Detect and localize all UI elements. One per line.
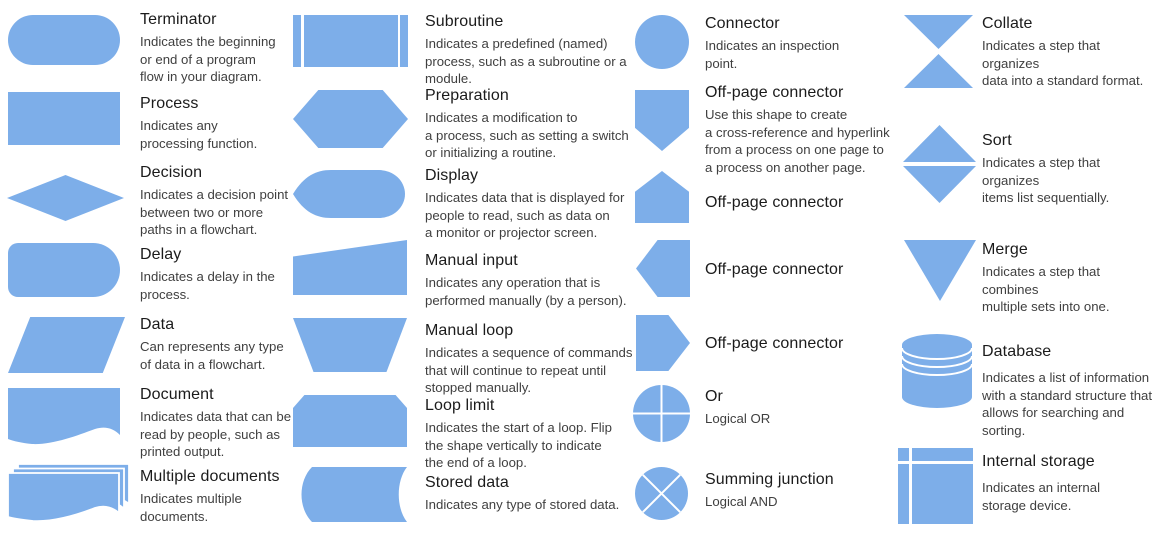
item-title: Document [140,386,214,403]
legend-entry-terminator: Terminator Indicates the beginning or en… [140,10,292,86]
multiple-documents-shape [8,464,129,522]
legend-entry-loop-limit: Loop limit Indicates the start of a loop… [425,396,665,472]
document-shape [8,388,120,445]
item-title: Manual input [425,252,518,269]
legend-entry-off-page-connector-right: Off-page connector [705,334,950,357]
internal-storage-shape [898,448,973,524]
legend-entry-off-page-connector-up: Off-page connector [705,193,950,216]
or-shape [633,385,690,442]
legend-entry-internal-storage: Internal storage Indicates an internal s… [982,452,1160,514]
item-title: Off-page connector [705,194,844,211]
item-desc: Indicates any processing function. [140,118,258,151]
legend-entry-display: Display Indicates data that is displayed… [425,166,665,242]
item-desc: Indicates a modification to a process, s… [425,110,629,160]
legend-entry-delay: Delay Indicates a delay in the process. [140,245,292,303]
item-desc: Indicates any type of stored data. [425,497,620,512]
item-desc: Indicates data that is displayed for peo… [425,190,625,240]
item-title: Loop limit [425,397,495,414]
item-title: Merge [982,241,1028,258]
item-title: Terminator [140,11,217,28]
item-desc: Indicates a step that organizes data int… [982,38,1144,88]
item-title: Preparation [425,87,509,104]
item-title: Delay [140,246,182,263]
item-desc: Indicates any operation that is performe… [425,275,627,308]
item-desc: Indicates data that can be read by peopl… [140,409,292,459]
connector-shape [635,15,689,69]
summing-junction-shape [635,467,688,520]
legend-entry-off-page-connector-down: Off-page connector Use this shape to cre… [705,83,950,176]
sort-shape [903,125,976,203]
delay-shape [8,243,120,297]
item-title: Process [140,95,199,112]
item-desc: Use this shape to create a cross-referen… [705,107,890,175]
item-title: Display [425,167,479,184]
legend-entry-stored-data: Stored data Indicates any type of stored… [425,473,665,514]
data-shape [8,317,125,373]
item-desc: Logical OR [705,411,771,426]
legend-entry-subroutine: Subroutine Indicates a predefined (named… [425,12,665,88]
item-title: Internal storage [982,453,1095,470]
stored-data-shape [301,467,407,522]
terminator-shape [8,15,120,65]
subroutine-shape [293,15,408,67]
item-title: Database [982,343,1052,360]
legend-entry-manual-loop: Manual loop Indicates a sequence of comm… [425,321,665,397]
item-desc: Logical AND [705,494,778,509]
item-title: Off-page connector [705,84,844,101]
item-title: Data [140,316,175,333]
item-title: Manual loop [425,322,514,339]
legend-entry-summing-junction: Summing junction Logical AND [705,470,950,511]
item-title: Off-page connector [705,335,844,352]
item-title: Sort [982,132,1012,149]
item-desc: Indicates a sequence of commands that wi… [425,345,633,395]
item-desc: Indicates an inspection point. [705,38,840,71]
item-desc: Indicates a step that combines multiple … [982,264,1110,314]
item-desc: Indicates a predefined (named) process, … [425,36,627,86]
preparation-shape [293,90,408,148]
item-desc: Indicates an internal storage device. [982,480,1101,513]
legend-entry-decision: Decision Indicates a decision point betw… [140,163,292,239]
item-title: Multiple documents [140,468,280,485]
manual-loop-shape [293,318,407,372]
legend-entry-off-page-connector-left: Off-page connector [705,260,950,283]
legend-entry-preparation: Preparation Indicates a modification to … [425,86,665,162]
display-shape [293,170,405,218]
item-desc: Indicates multiple documents. [140,491,242,524]
item-title: Decision [140,164,203,181]
legend-entry-merge: Merge Indicates a step that combines mul… [982,240,1160,316]
item-title: Stored data [425,474,509,491]
legend-entry-connector: Connector Indicates an inspection point. [705,14,950,72]
item-desc: Indicates a decision point between two o… [140,187,289,237]
item-title: Collate [982,15,1033,32]
process-shape [8,92,120,145]
item-desc: Indicates a list of information with a s… [982,370,1153,438]
database-shape [902,334,972,408]
legend-entry-multiple-documents: Multiple documents Indicates multiple do… [140,467,300,525]
item-title: Summing junction [705,471,834,488]
item-desc: Can represents any type of data in a flo… [140,339,284,372]
legend-entry-or: Or Logical OR [705,387,950,428]
item-desc: Indicates a step that organizes items li… [982,155,1110,205]
manual-input-shape [293,240,407,295]
off-page-connector-right-shape [636,315,690,371]
legend-entry-sort: Sort Indicates a step that organizes ite… [982,131,1160,207]
item-desc: Indicates a delay in the process. [140,269,275,302]
loop-limit-shape [293,395,407,447]
legend-entry-data: Data Can represents any type of data in … [140,315,292,373]
item-title: Subroutine [425,13,504,30]
item-title: Connector [705,15,780,32]
item-title: Or [705,388,723,405]
legend-entry-manual-input: Manual input Indicates any operation tha… [425,251,665,309]
item-title: Off-page connector [705,261,844,278]
item-desc: Indicates the beginning or end of a prog… [140,34,276,84]
item-desc: Indicates the start of a loop. Flip the … [425,420,612,470]
legend-entry-process: Process Indicates any processing functio… [140,94,292,152]
collate-shape [904,15,973,88]
decision-shape [7,175,124,221]
legend-entry-database: Database Indicates a list of information… [982,342,1160,439]
legend-entry-document: Document Indicates data that can be read… [140,385,292,461]
legend-entry-collate: Collate Indicates a step that organizes … [982,14,1160,90]
